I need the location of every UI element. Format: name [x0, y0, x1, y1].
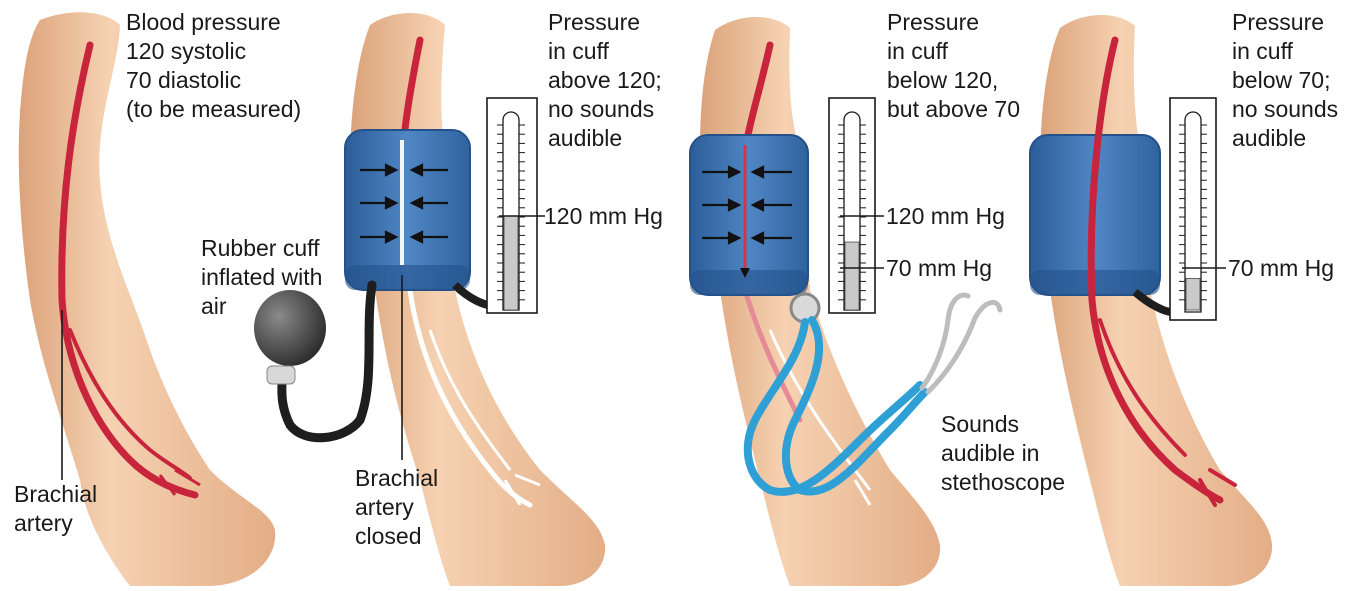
cuff-3-shadow	[690, 270, 808, 295]
gauge-2-mercury	[504, 216, 518, 310]
cuff-2-tube-right	[455, 285, 490, 305]
gauge-3	[829, 98, 884, 313]
cuff-2-shadow	[345, 265, 470, 290]
panel-3-note: Pressure in cuff below 120, but above 70	[887, 8, 1020, 124]
gauge-3-mercury	[845, 242, 859, 310]
panel-4-note: Pressure in cuff below 70; no sounds aud…	[1232, 8, 1338, 153]
stethoscope-earpieces	[922, 295, 1000, 392]
gauge-2	[487, 98, 545, 313]
pump-valve	[267, 366, 295, 384]
stethoscope-label: Sounds audible in stethoscope	[941, 410, 1065, 497]
gauge-4-mercury	[1186, 278, 1200, 310]
brachial-artery-label: Brachial artery	[14, 480, 97, 538]
gauge-3-label-low: 70 mm Hg	[886, 254, 992, 283]
gauge-4	[1170, 98, 1226, 320]
gauge-3-label-high: 120 mm Hg	[886, 202, 1005, 231]
panel-2-note: Pressure in cuff above 120; no sounds au…	[548, 8, 662, 153]
rubber-cuff-label: Rubber cuff inflated with air	[201, 234, 322, 321]
gauge-2-label: 120 mm Hg	[544, 202, 663, 231]
artery-closed-label: Brachial artery closed	[355, 464, 438, 551]
panel-1-note: Blood pressure 120 systolic 70 diastolic…	[126, 8, 301, 124]
gauge-4-label: 70 mm Hg	[1228, 254, 1334, 283]
